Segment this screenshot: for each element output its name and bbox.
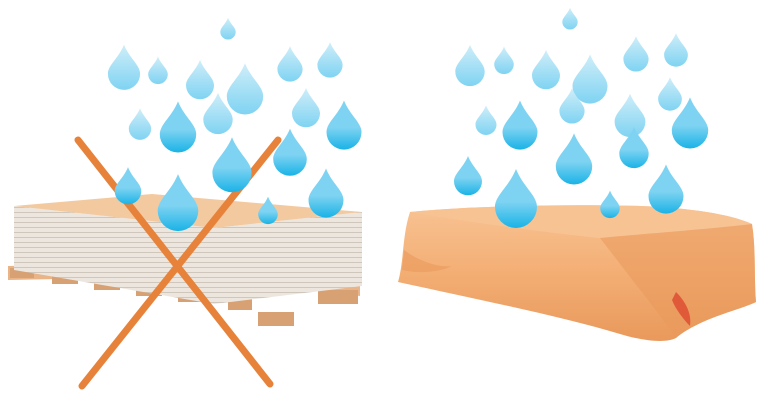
pallet-block	[318, 290, 358, 304]
raindrop-icon	[227, 63, 263, 114]
raindrop-icon	[623, 36, 648, 71]
raindrop-icon	[532, 50, 560, 89]
raindrop-icon	[562, 8, 577, 30]
raindrop-icon	[658, 77, 682, 110]
raindrop-icon	[556, 133, 592, 184]
raindrop-icon	[664, 33, 688, 66]
raindrop-icon	[220, 18, 235, 40]
raindrop-icon	[273, 129, 307, 176]
pallet-block	[258, 312, 294, 326]
left-panel	[8, 18, 362, 386]
raindrop-icon	[129, 108, 151, 139]
raindrop-icon	[454, 156, 482, 195]
raindrop-icon	[186, 60, 214, 99]
raindrop-icon	[455, 45, 484, 86]
raindrop-icon	[108, 45, 140, 90]
raindrop-icon	[600, 191, 620, 219]
raindrop-icon	[649, 165, 684, 214]
raindrop-icon	[573, 55, 608, 104]
raindrop-icon	[327, 101, 362, 150]
raindrop-icon	[503, 101, 538, 150]
raindrop-icon	[277, 46, 302, 81]
raindrop-icon	[495, 169, 537, 228]
raindrop-icon	[160, 101, 196, 152]
raindrop-icon	[615, 94, 646, 137]
raindrop-icon	[309, 169, 344, 218]
raindrop-icon	[258, 197, 278, 224]
raindrop-icon	[115, 167, 142, 204]
right-panel	[398, 8, 756, 341]
wrapped-stack	[398, 205, 756, 341]
raindrop-icon	[494, 47, 514, 75]
raindrop-icon	[212, 137, 251, 192]
raindrop-icon	[148, 57, 168, 85]
raindrop-icon	[292, 88, 320, 127]
rain-drops-right	[454, 8, 708, 228]
raindrop-icon	[476, 106, 497, 135]
raindrop-icon	[317, 42, 342, 77]
raindrop-icon	[158, 174, 199, 231]
